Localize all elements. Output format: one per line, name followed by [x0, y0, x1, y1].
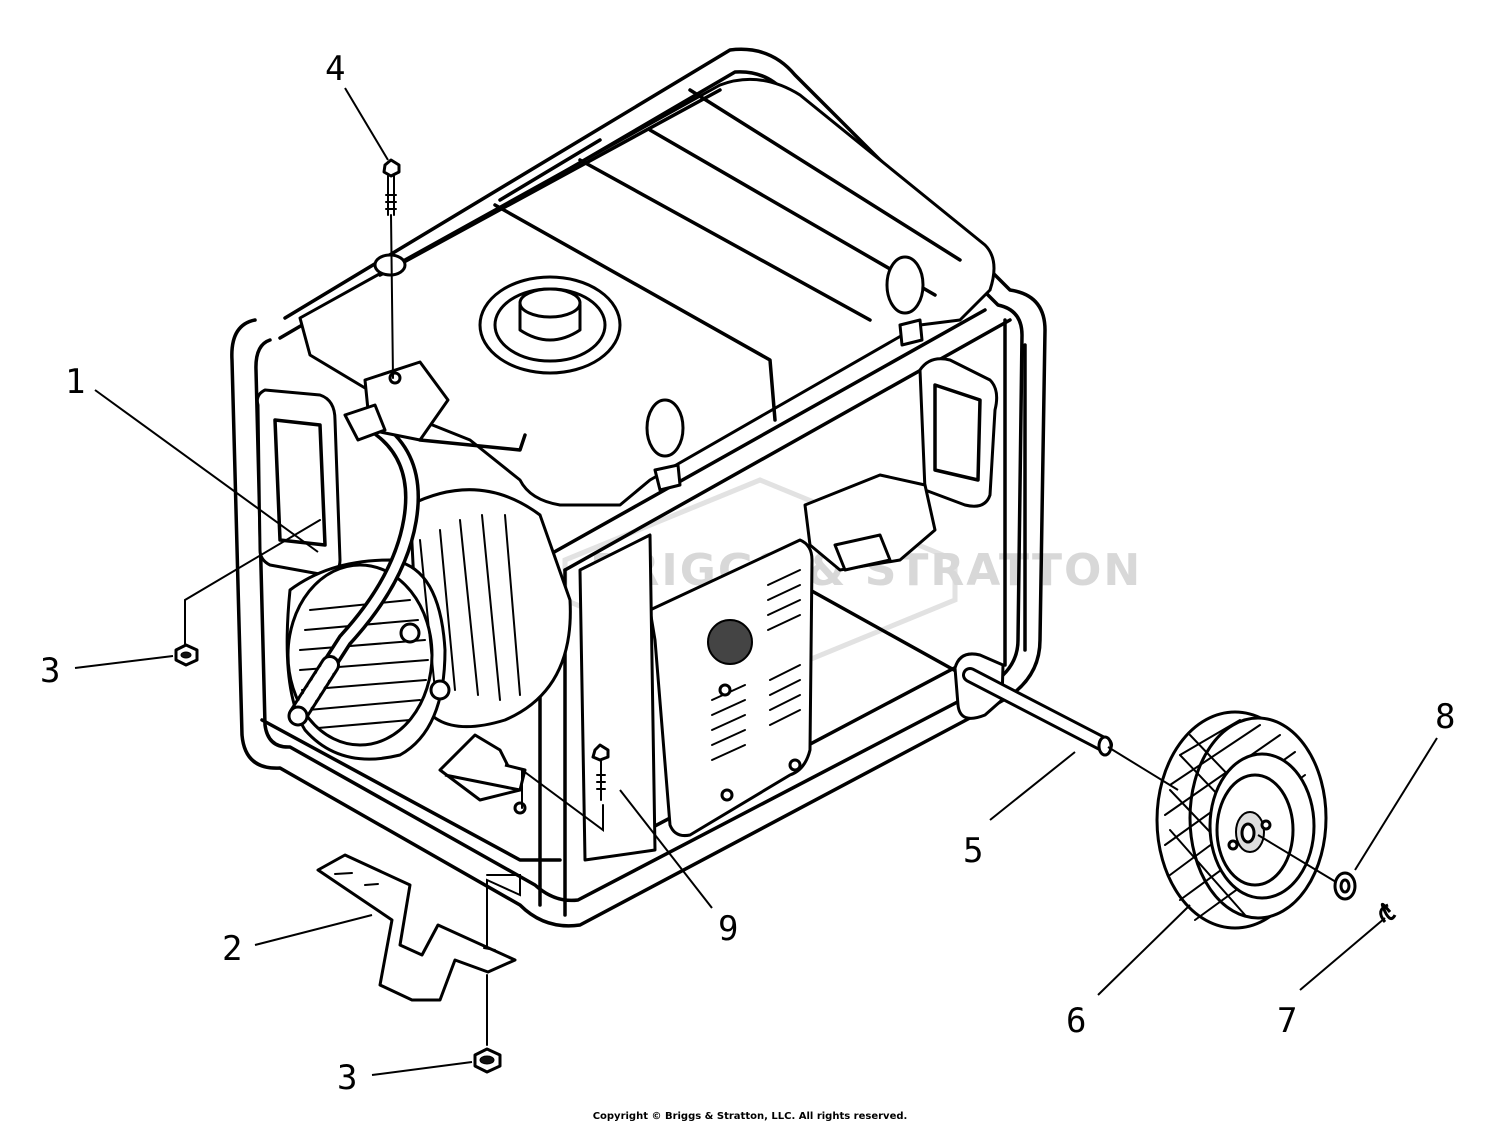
part-9-bolt	[521, 743, 610, 832]
leader-4	[344, 87, 389, 161]
leader-2	[254, 914, 373, 946]
part-3-nut-upper	[174, 519, 321, 667]
alternator-ribs	[419, 514, 521, 701]
leader-9	[619, 789, 713, 909]
leader-6	[1097, 904, 1191, 996]
muffler-shield	[578, 533, 814, 862]
part-5-axle	[962, 667, 1113, 757]
leader-lines	[74, 87, 1438, 1076]
leader-8b	[1257, 834, 1337, 883]
callout-7: 7	[1277, 1001, 1297, 1041]
control-panel	[255, 388, 342, 577]
alternator-foot	[438, 733, 527, 815]
leader-5b	[1107, 746, 1179, 791]
copyright-notice: Copyright © Briggs & Stratton, LLC. All …	[592, 1111, 908, 1122]
muffler-vents	[711, 569, 801, 761]
part-2-bracket	[316, 853, 521, 1046]
part-4-bolt	[382, 158, 401, 379]
leader-1	[94, 389, 319, 553]
callout-3-upper: 3	[40, 651, 60, 691]
callout-5: 5	[963, 831, 983, 871]
fuel-tank	[298, 77, 996, 507]
callout-9: 9	[718, 909, 738, 949]
callout-1: 1	[65, 362, 85, 402]
callout-labels: 1 2 3 3 4 5 6 7 8 9	[40, 49, 1455, 1098]
power-cord	[287, 422, 420, 727]
callout-4: 4	[325, 49, 345, 89]
callout-8: 8	[1435, 697, 1455, 737]
engine	[803, 357, 999, 572]
callout-6: 6	[1066, 1001, 1086, 1041]
part-8-washer	[1333, 871, 1357, 901]
leader-3a	[74, 655, 174, 669]
leader-8	[1354, 737, 1438, 871]
alternator	[285, 488, 572, 761]
part-6-wheel	[1155, 710, 1328, 930]
part-3-nut-lower	[473, 1047, 502, 1074]
leader-7	[1299, 917, 1386, 991]
callout-2: 2	[222, 929, 242, 969]
leader-3b	[371, 1061, 473, 1076]
leader-5	[989, 751, 1076, 821]
callout-3-lower: 3	[337, 1058, 357, 1098]
